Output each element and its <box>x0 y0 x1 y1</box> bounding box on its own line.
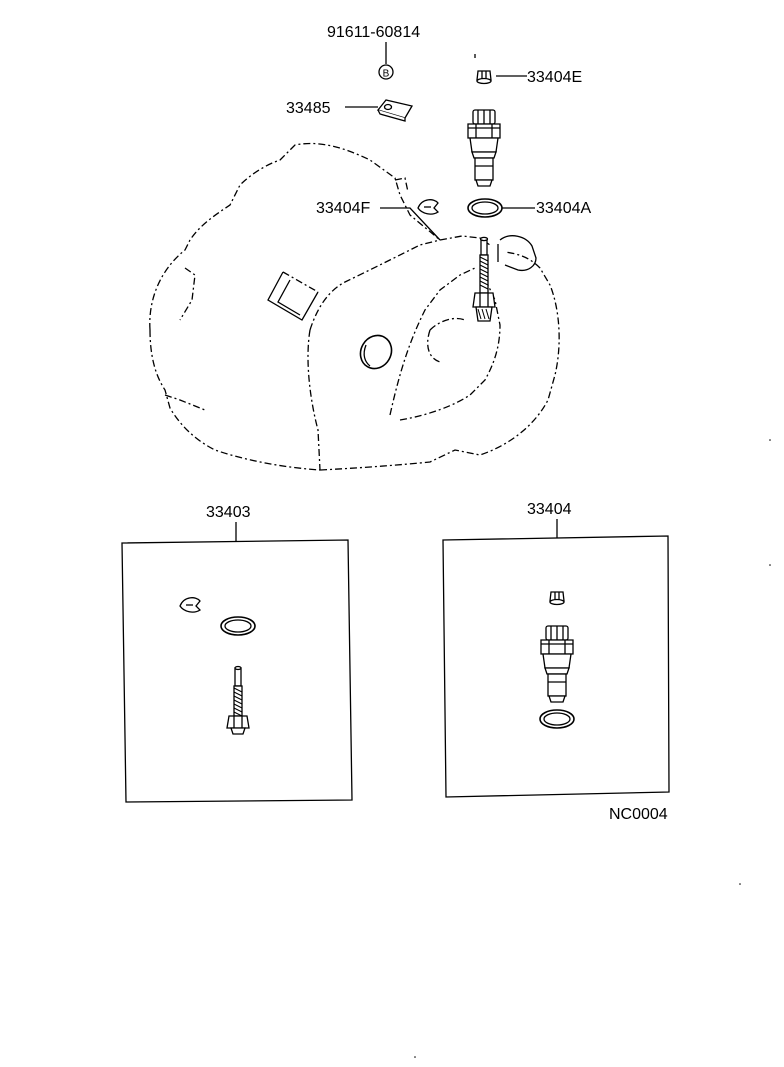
lock-plate-icon <box>376 99 414 122</box>
o-ring-icon <box>220 616 256 636</box>
svg-text:B: B <box>383 69 390 80</box>
label-clip-part: 33404F <box>316 200 370 217</box>
label-kit-right: 33404 <box>527 501 572 518</box>
cap-icon <box>549 591 565 606</box>
driven-gear-sleeve-icon <box>540 625 574 703</box>
kit-box-right <box>442 535 670 798</box>
o-ring-icon <box>539 709 575 729</box>
drawing-code: NC0004 <box>609 806 668 823</box>
retaining-clip-icon <box>417 199 439 215</box>
label-oring-part: 33404A <box>536 200 591 217</box>
label-bolt-part: 91611-60814 <box>327 24 420 41</box>
retaining-clip-icon <box>179 597 201 613</box>
transaxle-housing-icon <box>149 142 560 471</box>
driven-gear-shaft-icon <box>472 236 496 322</box>
leader-clip <box>380 207 441 241</box>
label-kit-left: 33403 <box>206 504 251 521</box>
scan-specks <box>414 439 771 1058</box>
cap-icon <box>476 70 492 85</box>
label-plate-part: 33485 <box>286 100 331 117</box>
kit-box-left <box>121 539 353 803</box>
label-cap-part: 33404E <box>527 69 582 86</box>
driven-gear-sleeve-icon <box>467 109 501 187</box>
o-ring-icon <box>467 198 503 218</box>
bolt-marker-icon: B <box>378 64 394 80</box>
driven-gear-shaft-icon <box>226 665 250 735</box>
